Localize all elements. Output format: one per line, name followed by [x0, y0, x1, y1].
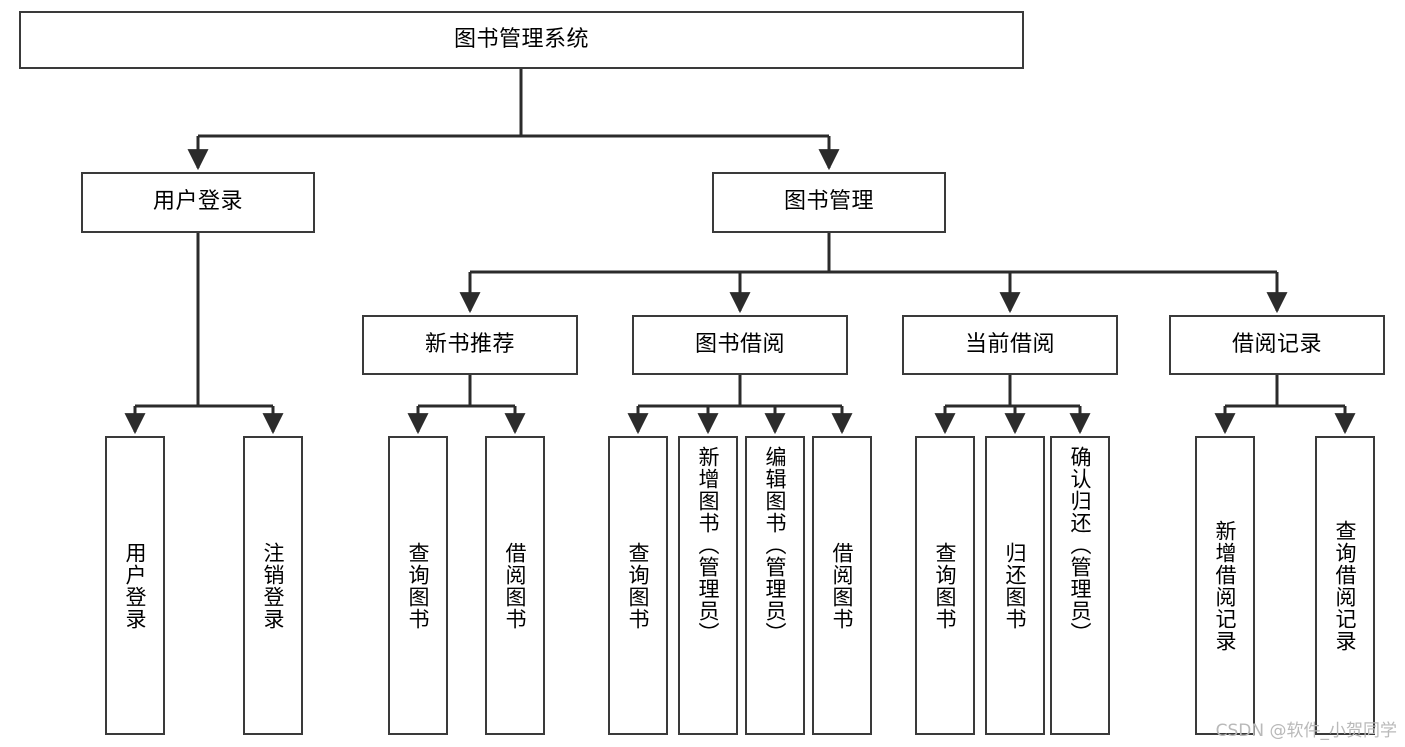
- node-leaf-add-book-label: 新增图书（管理员）: [696, 446, 721, 644]
- node-leaf-add-record-label: 新增借阅记录: [1213, 519, 1238, 652]
- node-current-borrow[interactable]: 当前借阅: [902, 315, 1118, 375]
- node-leaf-logout-label: 注销登录: [261, 541, 286, 630]
- node-leaf-confirm-return-label: 确认归还（管理员）: [1068, 446, 1093, 644]
- node-leaf-query-book-1-label: 查询图书: [406, 541, 431, 630]
- node-new-book-rec-label: 新书推荐: [424, 331, 515, 357]
- node-leaf-return-book-label: 归还图书: [1003, 541, 1028, 630]
- node-root-label: 图书管理系统: [453, 26, 589, 52]
- node-leaf-return-book[interactable]: 归还图书: [985, 436, 1045, 735]
- node-leaf-edit-book-label: 编辑图书（管理员）: [763, 446, 788, 644]
- node-user-login[interactable]: 用户登录: [81, 172, 315, 233]
- node-leaf-add-record[interactable]: 新增借阅记录: [1195, 436, 1255, 735]
- node-leaf-add-book[interactable]: 新增图书（管理员）: [678, 436, 738, 735]
- node-leaf-edit-book[interactable]: 编辑图书（管理员）: [745, 436, 805, 735]
- node-book-manage-label: 图书管理: [783, 189, 874, 215]
- node-leaf-user-login-label: 用户登录: [123, 541, 148, 630]
- node-leaf-confirm-return[interactable]: 确认归还（管理员）: [1050, 436, 1110, 735]
- node-borrow-record[interactable]: 借阅记录: [1169, 315, 1385, 375]
- node-leaf-user-login[interactable]: 用户登录: [105, 436, 165, 735]
- watermark-text: CSDN @软件_小贺同学: [1215, 721, 1397, 741]
- node-new-book-rec[interactable]: 新书推荐: [362, 315, 578, 375]
- node-leaf-query-book-2[interactable]: 查询图书: [608, 436, 668, 735]
- node-leaf-borrow-book-1[interactable]: 借阅图书: [485, 436, 545, 735]
- node-root[interactable]: 图书管理系统: [19, 11, 1024, 69]
- node-leaf-logout[interactable]: 注销登录: [243, 436, 303, 735]
- node-leaf-borrow-book-2-label: 借阅图书: [830, 541, 855, 630]
- node-current-borrow-label: 当前借阅: [964, 331, 1055, 357]
- node-leaf-query-record[interactable]: 查询借阅记录: [1315, 436, 1375, 735]
- node-leaf-query-book-1[interactable]: 查询图书: [388, 436, 448, 735]
- node-leaf-query-book-2-label: 查询图书: [626, 541, 651, 630]
- node-leaf-borrow-book-2[interactable]: 借阅图书: [812, 436, 872, 735]
- node-borrow-record-label: 借阅记录: [1231, 331, 1322, 357]
- node-book-manage[interactable]: 图书管理: [712, 172, 946, 233]
- node-leaf-query-book-3-label: 查询图书: [933, 541, 958, 630]
- node-user-login-label: 用户登录: [152, 189, 243, 215]
- node-leaf-borrow-book-1-label: 借阅图书: [503, 541, 528, 630]
- node-leaf-query-record-label: 查询借阅记录: [1333, 519, 1358, 652]
- node-book-borrow[interactable]: 图书借阅: [632, 315, 848, 375]
- node-leaf-query-book-3[interactable]: 查询图书: [915, 436, 975, 735]
- node-book-borrow-label: 图书借阅: [694, 331, 785, 357]
